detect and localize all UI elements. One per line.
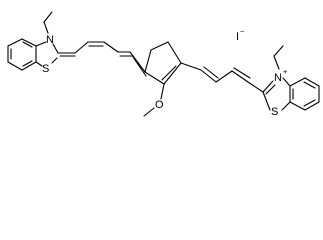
right-ethyl-bond [273,55,280,70]
left-thiazole-bond [52,43,59,54]
right-thiazole-bond [282,77,291,87]
chemical-structure: N S O N + S I − [7,11,320,118]
atom-label-methoxy-o: O [155,99,164,111]
right-benzene-bond [289,77,306,87]
left-ethyl-bond [43,21,49,34]
left-thiazole-bond [35,41,47,47]
cyclopentene-ring [143,41,182,117]
left-benzene-bond [7,38,23,47]
right-chain-bond [200,69,217,83]
left-benzene-bond [21,38,37,47]
left-chain-bond [74,41,89,54]
left-thiazole-bond [51,57,58,64]
ring-double-bond [161,65,177,81]
right-benzene-bond [304,77,320,87]
left-benzothiazole-unit [7,11,76,71]
methoxy-bond [160,83,165,100]
right-polyene-chain [180,62,264,93]
right-chain-bond [180,62,202,71]
left-thiazole-bond [35,61,43,67]
right-chain-double-bond [233,67,251,79]
left-benzene-double-bond [22,60,33,67]
right-chain-bond [247,81,264,93]
right-benzene-double-bond [303,81,316,89]
counterion-symbol: I [236,31,239,43]
ring-bond [167,41,182,64]
atom-label-s-left: S [42,63,49,75]
right-ethyl-bond [273,45,284,57]
right-chain-double-bond [203,66,219,79]
left-polyene-chain [74,41,147,77]
atom-label-s-right: S [271,106,278,118]
left-chain-bond [129,51,146,73]
right-benzothiazole-unit [262,45,320,111]
left-ethyl-bond [43,11,53,23]
ring-bond [144,49,152,73]
right-thiazole-bond [262,80,274,93]
left-chain-bond [132,56,147,77]
atom-label-n-right: N [274,72,282,84]
atom-charge-n-right: + [283,67,288,76]
counterion-charge: − [240,27,245,36]
left-chain-bond [103,41,119,53]
right-thiazole-double-bond [265,84,276,95]
left-benzene-double-bond [22,41,33,48]
ring-bond [163,62,182,85]
ring-bond [150,41,169,51]
right-thiazole-bond [262,91,271,111]
right-benzene-bond [289,101,306,111]
right-thiazole-bond [281,101,291,111]
ring-bond [144,71,165,85]
left-benzene-bond [7,61,23,71]
right-chain-bond [215,70,233,83]
atom-label-n-left: N [46,34,54,46]
right-benzene-double-bond [303,99,316,107]
methoxy-bond [143,107,155,117]
right-chain-bond [231,70,249,83]
right-benzene-bond [304,101,320,111]
left-benzene-bond [21,61,37,71]
